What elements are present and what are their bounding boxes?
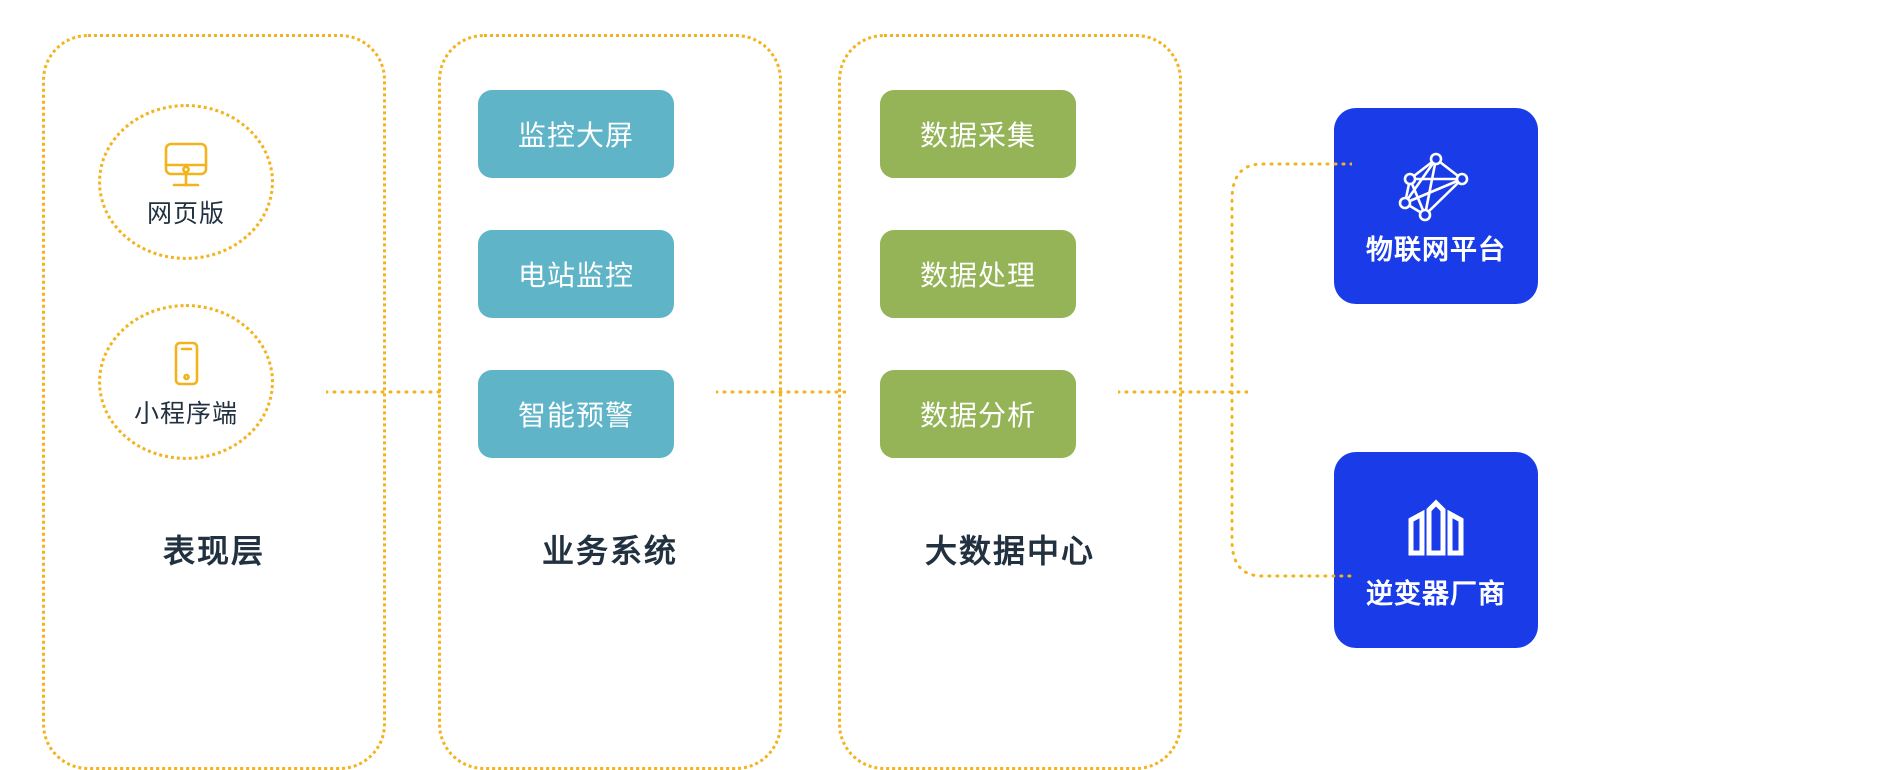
factory-building-icon xyxy=(1393,493,1479,571)
panel-big-data-center xyxy=(838,34,1182,770)
chip-data-analysis[interactable]: 数据分析 xyxy=(880,370,1076,458)
mobile-phone-icon xyxy=(155,338,217,396)
card-label: 逆变器厂商 xyxy=(1366,578,1506,609)
node-mini-program-client[interactable]: 小程序端 xyxy=(98,304,274,460)
chip-data-processing[interactable]: 数据处理 xyxy=(880,230,1076,318)
panel-presentation-layer xyxy=(42,34,386,770)
connector-partner-bracket xyxy=(1222,160,1354,580)
panel-business-system xyxy=(438,34,782,770)
monitor-icon xyxy=(155,138,217,196)
column-title-presentation: 表现层 xyxy=(162,533,265,569)
column-title-big-data-center: 大数据中心 xyxy=(924,533,1095,569)
card-iot-platform[interactable]: 物联网平台 xyxy=(1334,108,1538,304)
chip-monitoring-dashboard[interactable]: 监控大屏 xyxy=(478,90,674,178)
node-label: 小程序端 xyxy=(133,399,238,428)
chip-data-collection[interactable]: 数据采集 xyxy=(880,90,1076,178)
card-label: 物联网平台 xyxy=(1366,234,1506,265)
node-web-client[interactable]: 网页版 xyxy=(98,104,274,260)
card-inverter-manufacturer[interactable]: 逆变器厂商 xyxy=(1334,452,1538,648)
network-graph-icon xyxy=(1393,149,1479,227)
node-label: 网页版 xyxy=(146,199,225,228)
chip-smart-alert[interactable]: 智能预警 xyxy=(478,370,674,458)
chip-plant-monitoring[interactable]: 电站监控 xyxy=(478,230,674,318)
column-title-business-system: 业务系统 xyxy=(541,533,678,569)
